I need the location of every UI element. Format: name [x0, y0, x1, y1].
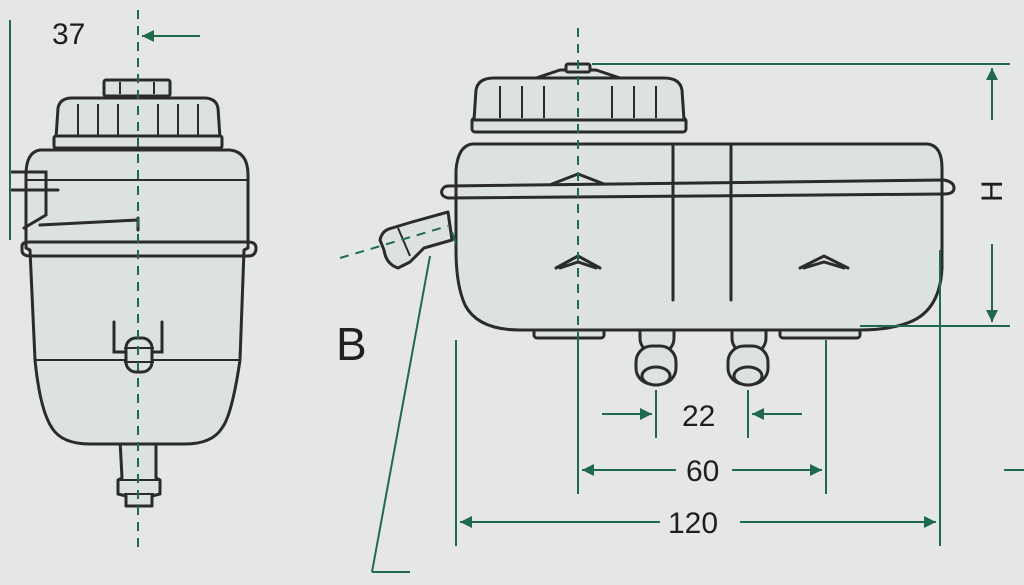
dimension-22: 22	[602, 390, 802, 438]
front-view	[339, 28, 956, 387]
dimension-22-label: 22	[682, 400, 715, 433]
front-side-nozzle	[378, 210, 454, 270]
dimension-h-label: H	[976, 180, 1009, 202]
front-tank-body	[454, 142, 944, 332]
side-view	[10, 10, 258, 550]
dimension-60-label: 60	[686, 455, 719, 488]
dimension-h: H	[592, 63, 1010, 327]
dimension-37: 37	[9, 18, 200, 240]
dimension-120-label: 120	[668, 507, 718, 540]
side-cap	[54, 96, 222, 140]
bottom-outlet	[116, 438, 162, 508]
dimension-37-label: 37	[52, 18, 85, 51]
view-b-leader	[371, 231, 457, 573]
view-label-b: B	[336, 318, 367, 370]
dimension-120: 120	[455, 250, 1024, 546]
dimension-60: 60	[577, 340, 827, 494]
